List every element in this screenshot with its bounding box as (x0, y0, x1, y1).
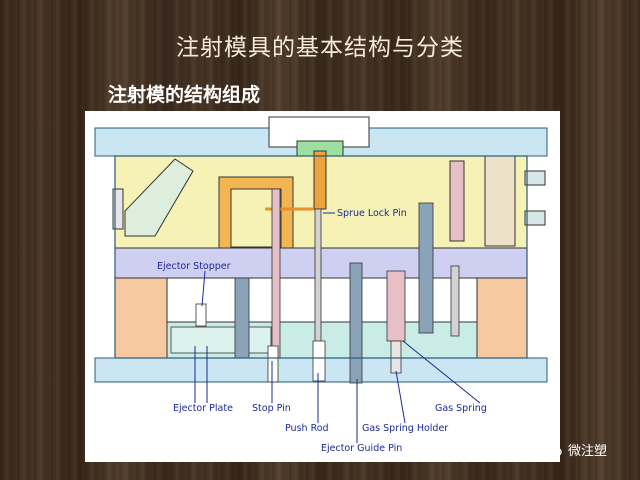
support-pillar-right (418, 202, 434, 334)
ejector-retainer (170, 326, 272, 354)
side-connector (524, 210, 546, 226)
label-gas-spring-holder: Gas Spring Holder (362, 423, 448, 434)
slider-block (124, 158, 194, 237)
label-ejector-plate: Ejector Plate (173, 403, 233, 414)
slide-title: 注射模具的基本结构与分类 (176, 35, 464, 61)
watermark-text: 微注塑 (568, 444, 608, 459)
runner (313, 150, 327, 210)
push-rod (312, 340, 326, 382)
right-bushing (484, 155, 516, 247)
label-gas-spring: Gas Spring (435, 403, 487, 414)
slide-subtitle: 注射模的结构组成 (108, 84, 261, 106)
label-ejector-stopper: Ejector Stopper (157, 261, 231, 272)
leader-gas-spring-holder (395, 370, 406, 424)
mold-diagram: Sprue Lock Pin Ejector Stopper Ejector P… (85, 111, 560, 462)
stop-pin (267, 345, 279, 383)
support-pillar-left (234, 277, 250, 359)
label-sprue-lock-pin: Sprue Lock Pin (337, 208, 407, 219)
gas-spring-holder (390, 340, 402, 374)
ejector-guide-pin (349, 262, 363, 384)
return-pin (450, 265, 460, 337)
label-push-rod: Push Rod (285, 423, 329, 434)
support-block-right (476, 277, 528, 359)
ejector-stopper (195, 303, 207, 327)
label-ejector-guide-pin: Ejector Guide Pin (321, 443, 402, 454)
slider-bolt (112, 188, 124, 230)
sprue-lock-pin (314, 208, 322, 360)
watermark: 微注塑 (540, 440, 607, 459)
side-connector-2 (524, 170, 546, 186)
mold-outline (114, 155, 528, 359)
support-block-left (114, 277, 168, 359)
ejector-pin (271, 188, 281, 359)
label-stop-pin: Stop Pin (252, 403, 291, 414)
gas-spring (386, 270, 406, 342)
wechat-icon (540, 442, 562, 457)
guide-bushing (449, 160, 465, 242)
leader-gas-spring (402, 340, 481, 404)
leader-ejector-stopper (201, 270, 206, 307)
